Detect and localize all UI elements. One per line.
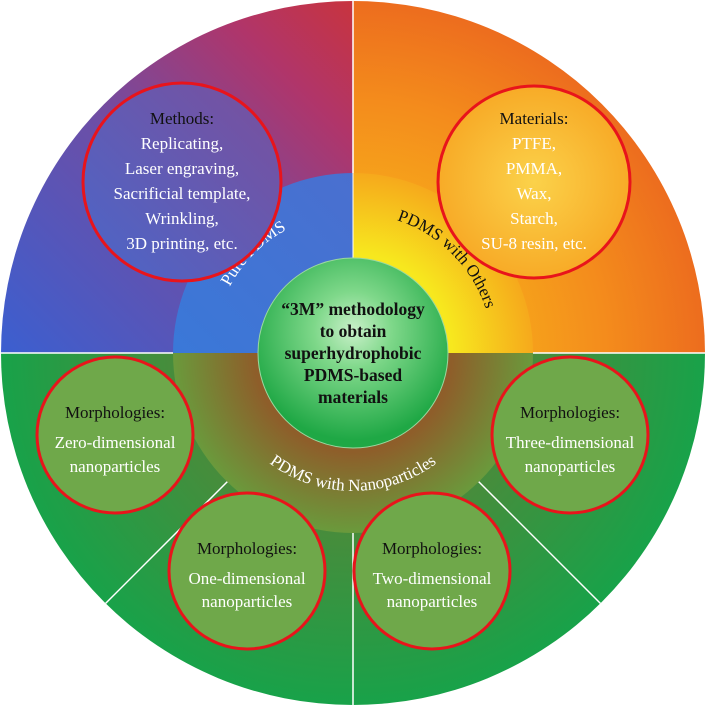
materials-item: Wax, [517, 184, 552, 203]
materials-item: PMMA, [506, 159, 562, 178]
morphology-line-1: One-dimensional [188, 569, 305, 588]
center-line-3: superhydrophobic [285, 343, 422, 363]
morphology-line-2: nanoparticles [387, 592, 478, 611]
methods-item: Replicating, [141, 134, 224, 153]
morphology-line-2: nanoparticles [525, 457, 616, 476]
morphology-heading: Morphologies: [65, 403, 165, 422]
methods-bubble-circle [81, 81, 283, 283]
materials-item: PTFE, [512, 134, 556, 153]
materials-heading: Materials: [500, 109, 569, 128]
materials-bubble: Materials: PTFE, PMMA, Wax, Starch, SU-8… [436, 84, 632, 280]
center-text: “3M” methodology to obtain superhydropho… [281, 299, 425, 407]
morphology-bubble-circle [35, 355, 195, 515]
divider-lower-left [99, 479, 230, 610]
morphology-line-1: Zero-dimensional [55, 433, 176, 452]
divider-lower-right [476, 479, 607, 610]
methods-item: 3D printing, etc. [126, 234, 237, 253]
morphology-line-2: nanoparticles [202, 592, 293, 611]
center-line-5: materials [318, 387, 388, 407]
morphology-bubble-circle [490, 355, 650, 515]
morphology-bubble-zero: Morphologies: Zero-dimensional nanoparti… [35, 355, 195, 515]
morphology-line-1: Two-dimensional [373, 569, 492, 588]
center-circle [257, 257, 449, 449]
morphology-bubble-circle [352, 491, 512, 651]
morphology-line-1: Three-dimensional [506, 433, 635, 452]
morphology-line-2: nanoparticles [70, 457, 161, 476]
methods-item: Wrinkling, [145, 209, 218, 228]
morphology-heading: Morphologies: [197, 539, 297, 558]
morphology-heading: Morphologies: [520, 403, 620, 422]
morphology-bubble-circle [167, 491, 327, 651]
center-line-2: to obtain [320, 321, 387, 341]
methods-bubble: Methods: Replicating, Laser engraving, S… [81, 81, 283, 283]
center-line-4: PDMS-based [304, 365, 402, 385]
morphology-bubble-three: Morphologies: Three-dimensional nanopart… [490, 355, 650, 515]
morphology-bubble-two: Morphologies: Two-dimensional nanopartic… [352, 491, 512, 651]
materials-bubble-circle [436, 84, 632, 280]
methods-item: Sacrificial template, [114, 184, 251, 203]
materials-item: SU-8 resin, etc. [481, 234, 587, 253]
morphology-bubble-one: Morphologies: One-dimensional nanopartic… [167, 491, 327, 651]
methods-item: Laser engraving, [125, 159, 239, 178]
materials-item: Starch, [510, 209, 558, 228]
center-line-1: “3M” methodology [281, 299, 425, 319]
morphology-heading: Morphologies: [382, 539, 482, 558]
methods-heading: Methods: [150, 109, 214, 128]
